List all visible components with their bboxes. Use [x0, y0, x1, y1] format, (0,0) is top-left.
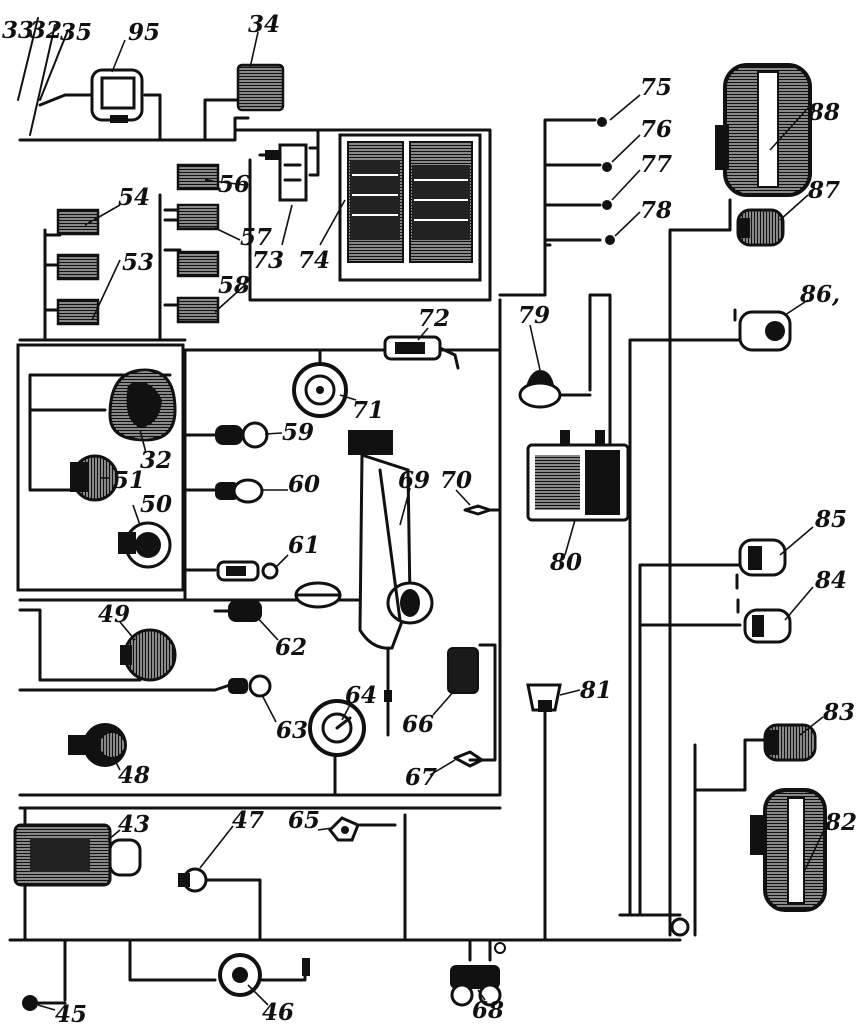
- label-74: 74: [298, 247, 330, 274]
- component-79: [518, 370, 592, 409]
- label-88: 88: [807, 99, 840, 126]
- component-43: [13, 823, 142, 887]
- relay-56a: [176, 163, 220, 191]
- label-67: 67: [405, 764, 437, 791]
- label-69: 69: [398, 467, 430, 494]
- gauge-64: [308, 699, 366, 757]
- component-46: [218, 953, 310, 997]
- label-47: 47: [232, 807, 264, 834]
- label-72: 72: [418, 305, 450, 332]
- label-46: 46: [262, 999, 294, 1026]
- component-63: [228, 674, 272, 698]
- component-48: [68, 723, 127, 767]
- label-45: 45: [55, 1001, 87, 1028]
- label-77: 77: [640, 151, 672, 178]
- lamp-82: [750, 788, 827, 912]
- label-33: 33: [2, 17, 34, 44]
- column-switch-69: [348, 430, 434, 737]
- label-62: 62: [275, 634, 307, 661]
- label-70: 70: [440, 467, 472, 494]
- component-34: [236, 63, 285, 112]
- label-68: 68: [472, 997, 504, 1024]
- label-50: 50: [140, 491, 172, 518]
- gauge-71: [292, 362, 348, 418]
- connector-61b: [294, 581, 342, 609]
- relay-58: [176, 296, 220, 324]
- label-87: 87: [807, 177, 840, 204]
- component-84: [736, 598, 792, 644]
- relay-53b: [56, 298, 100, 326]
- component-67: [453, 750, 484, 768]
- lamp-88: [715, 63, 812, 197]
- component-72: [383, 335, 460, 370]
- label-49: 49: [98, 601, 130, 628]
- label-63: 63: [276, 717, 308, 744]
- lamp-60: [215, 478, 264, 504]
- label-80: 80: [549, 549, 582, 576]
- component-83: [763, 723, 817, 762]
- meter-32: [108, 368, 177, 442]
- label-64: 64: [345, 682, 377, 709]
- relay-53a: [56, 253, 100, 281]
- component-50: [118, 521, 172, 569]
- label-73: 73: [252, 247, 284, 274]
- label-83: 83: [822, 699, 855, 726]
- component-70: [463, 504, 492, 516]
- component-49: [120, 628, 177, 682]
- component-80: [526, 430, 630, 522]
- callout-labels: 33 32 35 95 34 54 53 56 57 58 73 74 72 7…: [2, 11, 857, 1028]
- bulbs-75-78: [597, 117, 615, 245]
- relay-57: [176, 250, 220, 278]
- label-35: 35: [60, 19, 92, 46]
- label-56: 56: [218, 171, 250, 198]
- label-53: 53: [122, 249, 154, 276]
- label-32-top: 32: [30, 17, 62, 44]
- component-51: [70, 454, 119, 502]
- component-68: [450, 942, 506, 1007]
- fuse-block-74: [338, 133, 482, 282]
- label-78: 78: [640, 197, 672, 224]
- leader-lines: [37, 31, 826, 1011]
- label-54: 54: [118, 184, 150, 211]
- component-81: [526, 683, 562, 712]
- label-60: 60: [288, 471, 320, 498]
- label-32-panel: 32: [140, 447, 172, 474]
- component-62: [213, 600, 262, 622]
- label-34: 34: [248, 11, 280, 38]
- components: [13, 63, 827, 1011]
- label-66: 66: [402, 711, 434, 738]
- component-86: [733, 308, 792, 352]
- component-73: [265, 143, 308, 202]
- relay-54: [56, 208, 100, 236]
- label-43: 43: [118, 811, 150, 838]
- label-57: 57: [240, 224, 272, 251]
- component-66: [447, 647, 479, 694]
- label-95: 95: [128, 19, 160, 46]
- label-76: 76: [640, 116, 672, 143]
- label-75: 75: [640, 74, 672, 101]
- component-87: [736, 208, 785, 247]
- component-85: [735, 538, 787, 590]
- label-51: 51: [113, 467, 145, 494]
- label-61: 61: [288, 532, 320, 559]
- label-82: 82: [824, 809, 857, 836]
- label-58: 58: [218, 272, 250, 299]
- component-61: [216, 560, 279, 582]
- label-48: 48: [118, 762, 150, 789]
- label-71: 71: [352, 397, 384, 424]
- label-85: 85: [814, 506, 847, 533]
- component-65: [327, 816, 360, 842]
- label-65: 65: [288, 807, 320, 834]
- component-45: [22, 995, 67, 1011]
- component-47: [178, 867, 217, 893]
- label-81: 81: [579, 677, 612, 704]
- label-79: 79: [518, 302, 550, 329]
- label-84: 84: [814, 567, 847, 594]
- relay-56b: [176, 203, 220, 231]
- component-95: [90, 68, 144, 123]
- lamp-59: [215, 421, 269, 449]
- label-59: 59: [282, 419, 314, 446]
- label-86: 86,: [799, 281, 840, 308]
